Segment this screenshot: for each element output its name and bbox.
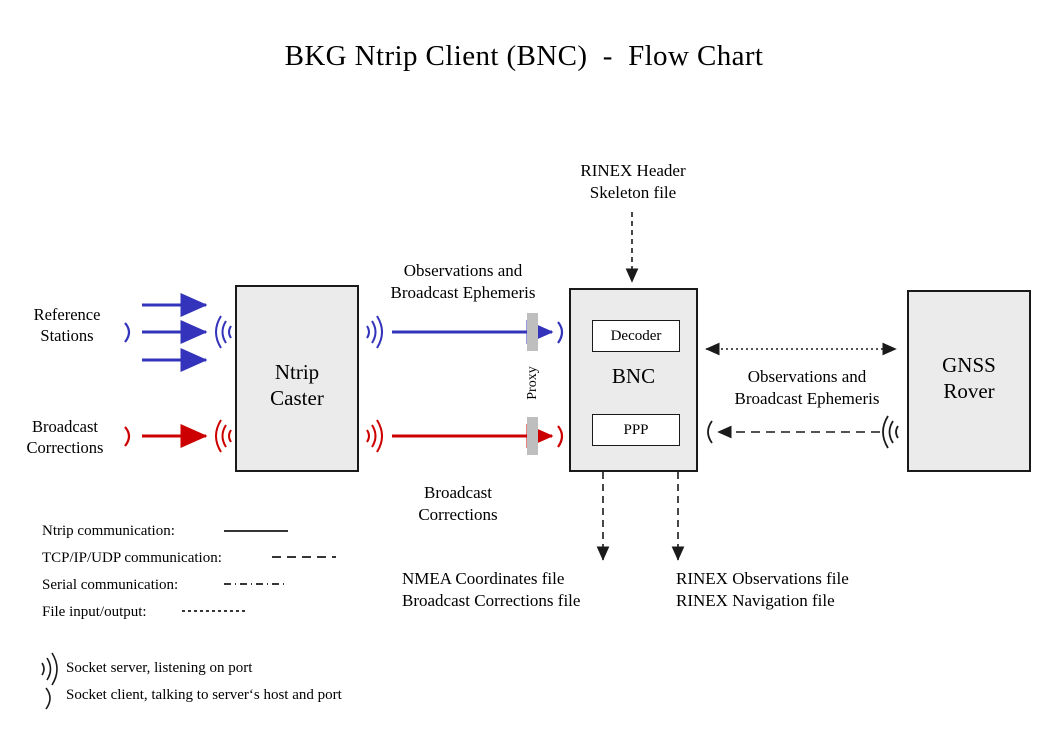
node-bnc[interactable]: Decoder BNC PPP bbox=[569, 288, 698, 472]
label-nmea-output-files: NMEA Coordinates file Broadcast Correcti… bbox=[402, 569, 581, 610]
legend-label-serial-communication: Serial communication: bbox=[42, 577, 179, 593]
legend-socket-server-icon bbox=[41, 652, 58, 686]
socket-server-icon-rover bbox=[882, 415, 899, 449]
page-title: BKG Ntrip Client (BNC) - Flow Chart bbox=[284, 40, 764, 72]
node-decoder-label: Decoder bbox=[610, 327, 662, 344]
node-ntrip-caster[interactable]: Ntrip Caster bbox=[235, 285, 359, 472]
socket-client-icon-ref-stations bbox=[124, 322, 131, 343]
node-gnss-rover-label: GNSS Rover bbox=[942, 353, 996, 403]
label-reference-stations: Reference Stations bbox=[33, 305, 101, 345]
node-gnss-rover[interactable]: GNSS Rover bbox=[907, 290, 1031, 472]
proxy-bar-top bbox=[527, 313, 538, 351]
socket-client-icon-bnc-corr bbox=[557, 425, 564, 448]
legend-item-serial-communication: Serial communication: bbox=[42, 577, 178, 594]
legend-item-socket-server: Socket server, listening on port bbox=[66, 660, 252, 677]
legend-label-socket-server: Socket server, listening on port bbox=[66, 660, 253, 676]
socket-client-icon-bc-source bbox=[124, 426, 131, 447]
socket-server-icon-caster-in-blue bbox=[215, 315, 232, 349]
legend-item-tcp-communication: TCP/IP/UDP communication: bbox=[42, 550, 222, 567]
legend-label-tcp-communication: TCP/IP/UDP communication: bbox=[42, 550, 222, 566]
socket-server-icon-caster-out-red bbox=[366, 419, 383, 453]
legend-label-socket-client: Socket client, talking to server‘s host … bbox=[66, 687, 342, 703]
legend-item-file-io: File input/output: bbox=[42, 604, 147, 621]
label-rinex-output-files: RINEX Observations file RINEX Navigation… bbox=[676, 569, 849, 610]
socket-server-icon-caster-out-blue bbox=[366, 315, 383, 349]
legend-label-ntrip-communication: Ntrip communication: bbox=[42, 523, 175, 539]
label-observations-ephemeris-left: Observations and Broadcast Ephemeris bbox=[390, 261, 536, 302]
node-decoder[interactable]: Decoder bbox=[592, 320, 680, 352]
node-ppp-label: PPP bbox=[623, 421, 649, 438]
socket-client-icon-bnc-obs bbox=[557, 321, 564, 344]
proxy-bar-bottom bbox=[527, 417, 538, 455]
label-rinex-header-skeleton: RINEX Header Skeleton file bbox=[580, 161, 686, 202]
legend-label-file-io: File input/output: bbox=[42, 604, 147, 620]
socket-client-icon-bnc-rover bbox=[707, 420, 713, 444]
label-observations-ephemeris-right: Observations and Broadcast Ephemeris bbox=[734, 367, 880, 408]
legend-item-ntrip-communication: Ntrip communication: bbox=[42, 523, 175, 540]
reference-stations-arrows bbox=[142, 293, 208, 372]
node-ntrip-caster-label: Ntrip Caster bbox=[270, 360, 324, 410]
legend-socket-client-icon bbox=[45, 687, 51, 710]
label-broadcast-corrections-mid: Broadcast Corrections bbox=[418, 483, 498, 524]
node-bnc-label: BNC bbox=[611, 364, 656, 388]
proxy-label: Proxy bbox=[525, 366, 540, 400]
legend-item-socket-client: Socket client, talking to server‘s host … bbox=[66, 687, 342, 704]
node-ppp[interactable]: PPP bbox=[592, 414, 680, 446]
socket-server-icon-caster-in-red bbox=[215, 419, 232, 453]
label-broadcast-corrections-source: Broadcast Corrections bbox=[26, 417, 104, 457]
